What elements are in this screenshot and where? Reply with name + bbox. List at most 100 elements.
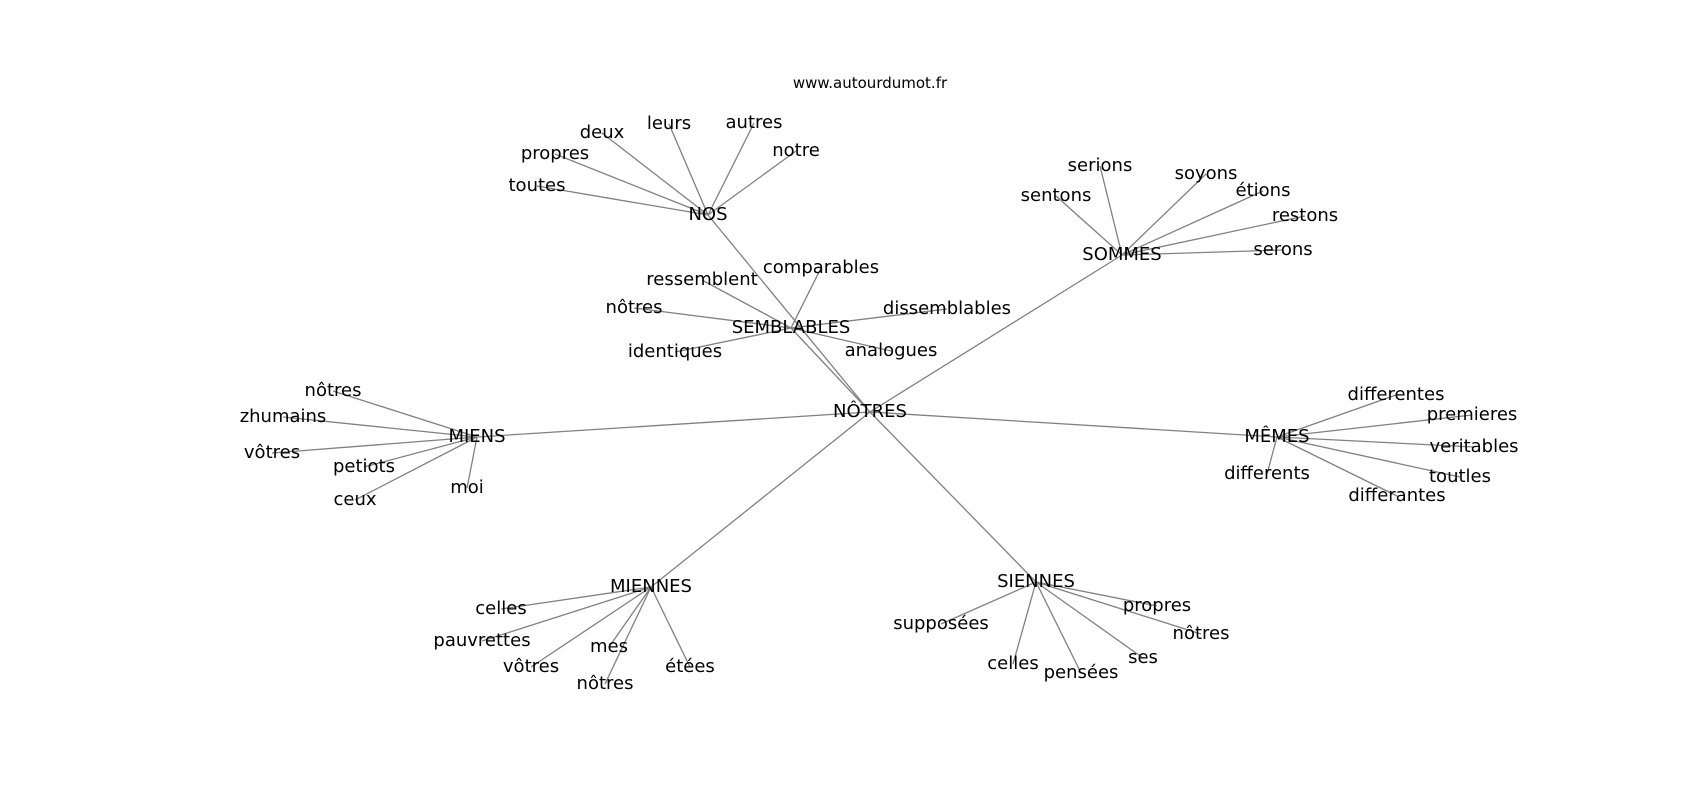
word-label-serons: serons xyxy=(1253,239,1312,260)
word-label-differents: differents xyxy=(1224,463,1310,484)
center-node-label: NÔTRES xyxy=(833,400,907,422)
edge-memes-differantes xyxy=(1276,436,1398,497)
word-label-propres: propres xyxy=(1123,595,1191,616)
edge-semblables-analogues xyxy=(790,327,892,352)
edge-miens-petiots xyxy=(363,436,478,468)
word-label-deux: deux xyxy=(580,122,625,143)
word-label-analogues: analogues xyxy=(845,340,938,361)
edge-memes-premieres xyxy=(1276,414,1473,438)
word-label-petiots: petiots xyxy=(333,456,395,477)
word-label-mes: mes xyxy=(590,636,628,657)
edge-miens-moi xyxy=(466,436,478,489)
hub-label-memes: MÊMES xyxy=(1244,425,1309,447)
edge-semblables-dissemblables xyxy=(790,308,948,329)
word-label-propres: propres xyxy=(521,143,589,164)
edge-miens-votres xyxy=(271,436,478,454)
edge-sommes-restons xyxy=(1121,215,1306,256)
edge-miennes-votres xyxy=(530,586,652,668)
edge-miens-zhumains xyxy=(282,416,478,438)
hub-label-miennes: MIENNES xyxy=(610,576,692,597)
word-label-serions: serions xyxy=(1068,155,1133,176)
edge-nos-notre xyxy=(707,150,797,216)
word-label-pauvrettes: pauvrettes xyxy=(433,630,530,651)
word-label-celles: celles xyxy=(987,653,1038,674)
edge-center-miennes xyxy=(650,411,871,588)
word-label-notres: nôtres xyxy=(305,380,362,401)
edge-sommes-soyons xyxy=(1121,173,1207,256)
word-label-zhumains: zhumains xyxy=(240,406,327,427)
edge-memes-toutles xyxy=(1276,436,1461,478)
edge-nos-autres xyxy=(707,122,755,216)
word-label-veritables: veritables xyxy=(1429,436,1518,457)
word-label-ressemblent: ressemblent xyxy=(646,269,757,290)
word-label-pensees: pensées xyxy=(1044,662,1119,683)
edge-siennes-supposees xyxy=(940,581,1037,625)
edge-siennes-ses xyxy=(1035,581,1144,659)
edge-siennes-notres xyxy=(1035,581,1202,635)
word-label-notres: nôtres xyxy=(577,673,634,694)
edge-nos-propres xyxy=(554,153,709,216)
word-label-differentes: differentes xyxy=(1348,384,1445,405)
edge-sommes-etions xyxy=(1121,190,1264,256)
word-label-etions: étions xyxy=(1236,180,1291,201)
word-label-votres: vôtres xyxy=(503,656,559,677)
hub-label-nos: NOS xyxy=(688,204,727,225)
edge-center-siennes xyxy=(869,411,1037,583)
word-label-autres: autres xyxy=(726,112,783,133)
word-label-celles: celles xyxy=(475,598,526,619)
word-label-notres: nôtres xyxy=(606,297,663,318)
edge-miennes-mes xyxy=(608,586,652,648)
word-label-etees: étées xyxy=(665,656,715,677)
word-label-identiques: identiques xyxy=(628,341,722,362)
edge-center-memes xyxy=(869,411,1278,438)
edge-semblables-identiques xyxy=(674,327,792,353)
edge-center-nos xyxy=(707,214,871,413)
edge-sommes-sentons xyxy=(1055,195,1123,256)
edge-memes-differents xyxy=(1266,436,1278,475)
word-label-dissemblables: dissemblables xyxy=(883,298,1011,319)
edge-miennes-etees xyxy=(650,586,691,668)
edge-miennes-pauvrettes xyxy=(481,586,652,642)
edge-memes-differentes xyxy=(1276,394,1397,438)
word-label-toutles: toutles xyxy=(1429,466,1491,487)
word-label-moi: moi xyxy=(450,477,484,498)
edge-siennes-pensees xyxy=(1035,581,1082,674)
word-label-ceux: ceux xyxy=(333,489,376,510)
edge-nos-deux xyxy=(601,132,709,216)
hub-label-siennes: SIENNES xyxy=(997,571,1075,592)
word-label-differantes: differantes xyxy=(1348,485,1445,506)
edge-miennes-celles xyxy=(500,586,652,610)
word-label-supposees: supposées xyxy=(893,613,989,634)
word-label-soyons: soyons xyxy=(1175,163,1238,184)
edge-nos-toutes xyxy=(536,185,709,216)
word-label-votres: vôtres xyxy=(244,442,300,463)
hub-label-semblables: SEMBLABLES xyxy=(732,317,851,338)
word-label-premieres: premieres xyxy=(1427,404,1518,425)
edges-layer xyxy=(271,122,1475,685)
edge-miens-ceux xyxy=(354,436,478,501)
word-label-ses: ses xyxy=(1128,647,1158,668)
hub-label-sommes: SOMMES xyxy=(1082,244,1161,265)
word-label-notres: nôtres xyxy=(1173,623,1230,644)
edge-center-semblables xyxy=(790,327,871,413)
edge-center-miens xyxy=(476,411,871,438)
edge-nos-leurs xyxy=(668,123,709,216)
word-label-toutes: toutes xyxy=(509,175,566,196)
edge-siennes-propres xyxy=(1035,581,1158,607)
edge-siennes-celles xyxy=(1012,581,1037,665)
hub-label-miens: MIENS xyxy=(448,426,505,447)
source-url: www.autourdumot.fr xyxy=(793,74,948,92)
edge-semblables-comparables xyxy=(790,267,822,329)
edge-miennes-notres xyxy=(604,586,652,685)
edge-sommes-serons xyxy=(1121,249,1284,256)
edge-semblables-ressemblent xyxy=(701,279,792,329)
word-label-sentons: sentons xyxy=(1021,185,1092,206)
edge-sommes-serions xyxy=(1099,165,1123,256)
word-label-leurs: leurs xyxy=(647,113,691,134)
edge-semblables-notres xyxy=(633,307,792,329)
word-label-restons: restons xyxy=(1272,205,1338,226)
edge-miens-notres xyxy=(332,390,478,438)
word-label-notre: notre xyxy=(772,140,820,161)
edge-center-sommes xyxy=(869,254,1123,413)
